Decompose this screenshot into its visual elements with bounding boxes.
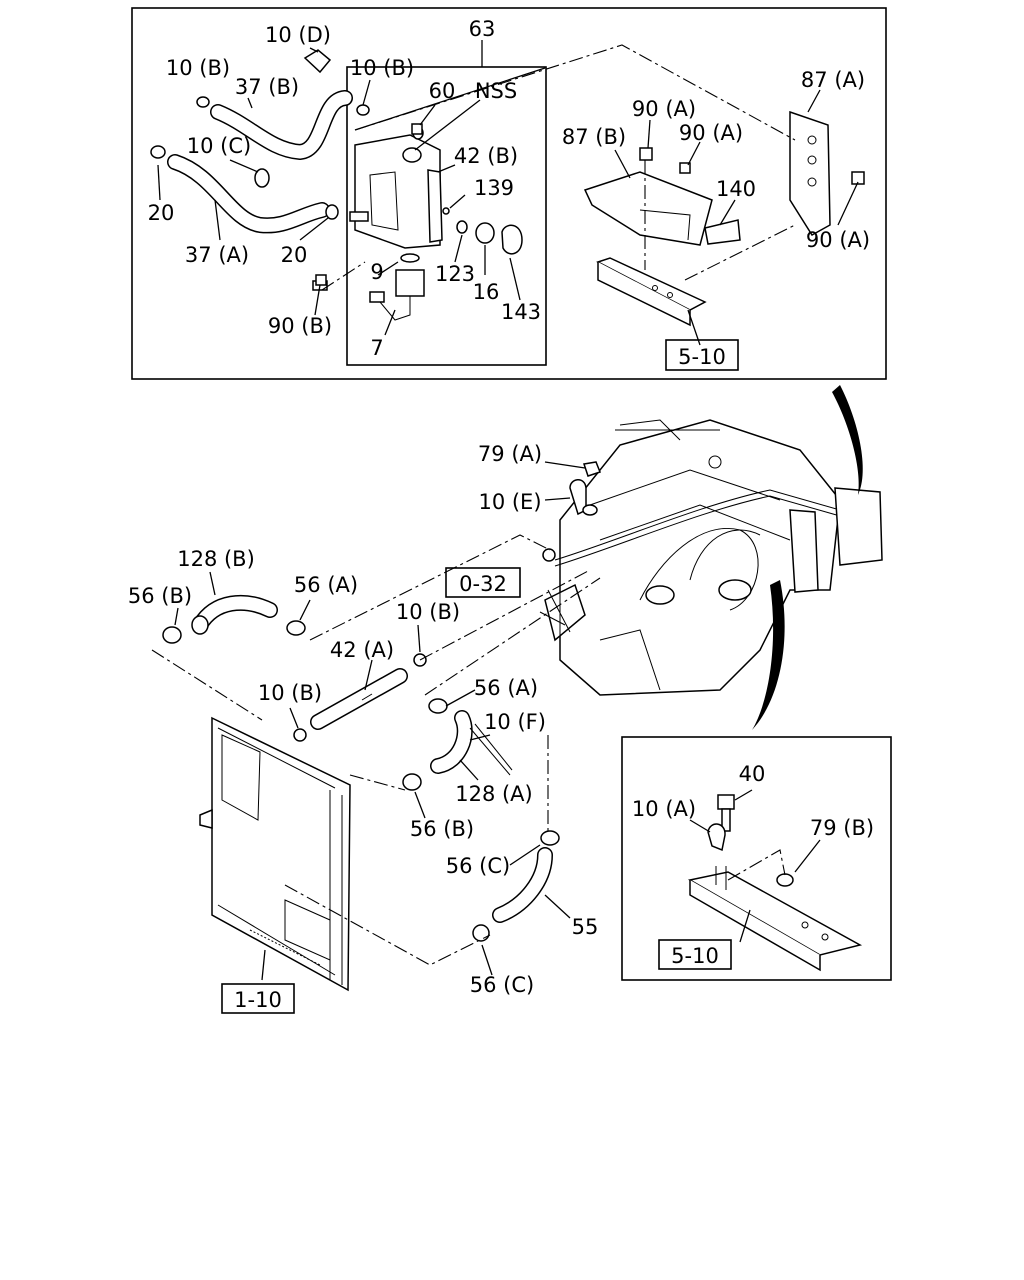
ref-0-32: 0-32 bbox=[459, 572, 507, 596]
label-90a-b: 90 (A) bbox=[679, 121, 743, 145]
label-56a-b: 56 (A) bbox=[474, 676, 538, 700]
label-42b: 42 (B) bbox=[454, 144, 518, 168]
leader-lines-bottom bbox=[689, 789, 821, 943]
label-140: 140 bbox=[716, 177, 756, 201]
label-63: 63 bbox=[469, 17, 496, 41]
top-inset-frame bbox=[131, 7, 887, 380]
label-123: 123 bbox=[435, 262, 475, 286]
label-37a: 37 (A) bbox=[185, 243, 249, 267]
label-10b-b: 10 (B) bbox=[350, 56, 414, 80]
label-10b-d: 10 (B) bbox=[258, 681, 322, 705]
ref-box-5-10-bottom bbox=[658, 939, 732, 970]
label-10d: 10 (D) bbox=[265, 23, 331, 47]
label-79b: 79 (B) bbox=[810, 816, 874, 840]
cap-parts-icons bbox=[442, 207, 523, 255]
hose-37b bbox=[210, 90, 353, 161]
clamp-10a-icon bbox=[707, 823, 726, 852]
label-60: 60 bbox=[429, 79, 456, 103]
label-90b: 90 (B) bbox=[268, 314, 332, 338]
label-56b-a: 56 (B) bbox=[128, 584, 192, 608]
reservoir-tank-icon bbox=[349, 126, 443, 249]
ref-5-10-bottom: 5-10 bbox=[671, 944, 719, 968]
label-10b-c: 10 (B) bbox=[396, 600, 460, 624]
ref-box-5-10-top bbox=[665, 339, 739, 371]
hose-55-icon bbox=[492, 847, 553, 923]
label-10a: 10 (A) bbox=[632, 797, 696, 821]
label-20-b: 20 bbox=[281, 243, 308, 267]
ref-5-10-top: 5-10 bbox=[678, 345, 726, 369]
frame-rail-icon-top bbox=[596, 257, 707, 327]
label-79a: 79 (A) bbox=[478, 442, 542, 466]
label-90a-a: 90 (A) bbox=[632, 97, 696, 121]
hose-37a bbox=[167, 154, 330, 234]
pointer-swoosh-bottom bbox=[752, 580, 785, 730]
label-42a: 42 (A) bbox=[330, 638, 394, 662]
label-139: 139 bbox=[474, 176, 514, 200]
label-10c: 10 (C) bbox=[187, 134, 251, 158]
bottom-inset-frame bbox=[621, 736, 892, 981]
label-56c-b: 56 (C) bbox=[470, 973, 534, 997]
hose-128b-icon bbox=[191, 594, 278, 635]
label-56c-a: 56 (C) bbox=[446, 854, 510, 878]
label-10e: 10 (E) bbox=[478, 490, 541, 514]
radiator-icon bbox=[199, 716, 351, 992]
bracket-87b-icon bbox=[583, 171, 741, 246]
label-7: 7 bbox=[370, 336, 383, 360]
sensor-icon bbox=[369, 253, 425, 321]
label-87a: 87 (A) bbox=[801, 68, 865, 92]
label-128a: 128 (A) bbox=[455, 782, 533, 806]
clamp-icons-top bbox=[150, 49, 370, 291]
bolt-icons-top bbox=[315, 123, 865, 286]
pipe-42a-icon bbox=[310, 668, 408, 730]
label-128b: 128 (B) bbox=[177, 547, 255, 571]
label-9: 9 bbox=[370, 260, 383, 284]
label-10b-a: 10 (B) bbox=[166, 56, 230, 80]
bypass-pipe-icon bbox=[554, 487, 883, 593]
bolt-40-icon bbox=[717, 794, 735, 832]
frame-rail-icon-bottom bbox=[687, 866, 863, 972]
clamp-icons-main bbox=[162, 548, 560, 942]
label-40: 40 bbox=[739, 762, 766, 786]
label-10f: 10 (F) bbox=[484, 710, 546, 734]
label-55: 55 bbox=[572, 915, 599, 939]
ref-box-0-32 bbox=[445, 567, 521, 598]
nut-79b-icon bbox=[776, 873, 794, 887]
label-87b: 87 (B) bbox=[562, 125, 626, 149]
label-56a-a: 56 (A) bbox=[294, 573, 358, 597]
reservoir-subframe bbox=[346, 66, 547, 366]
label-37b: 37 (B) bbox=[235, 75, 299, 99]
bracket-87a-icon bbox=[789, 110, 831, 237]
label-143: 143 bbox=[501, 300, 541, 324]
hose-128a-icon bbox=[430, 710, 513, 776]
ref-box-1-10 bbox=[221, 983, 295, 1014]
label-nss: NSS bbox=[475, 79, 517, 103]
leader-lines-main bbox=[151, 461, 601, 981]
label-20-a: 20 bbox=[148, 201, 175, 225]
pointer-swoosh-top bbox=[832, 385, 863, 495]
clamp-10e-icon bbox=[569, 461, 601, 516]
label-90a-c: 90 (A) bbox=[806, 228, 870, 252]
leader-lines-top bbox=[157, 40, 859, 346]
ref-1-10: 1-10 bbox=[234, 988, 282, 1012]
label-16: 16 bbox=[473, 280, 500, 304]
label-56b-b: 56 (B) bbox=[410, 817, 474, 841]
